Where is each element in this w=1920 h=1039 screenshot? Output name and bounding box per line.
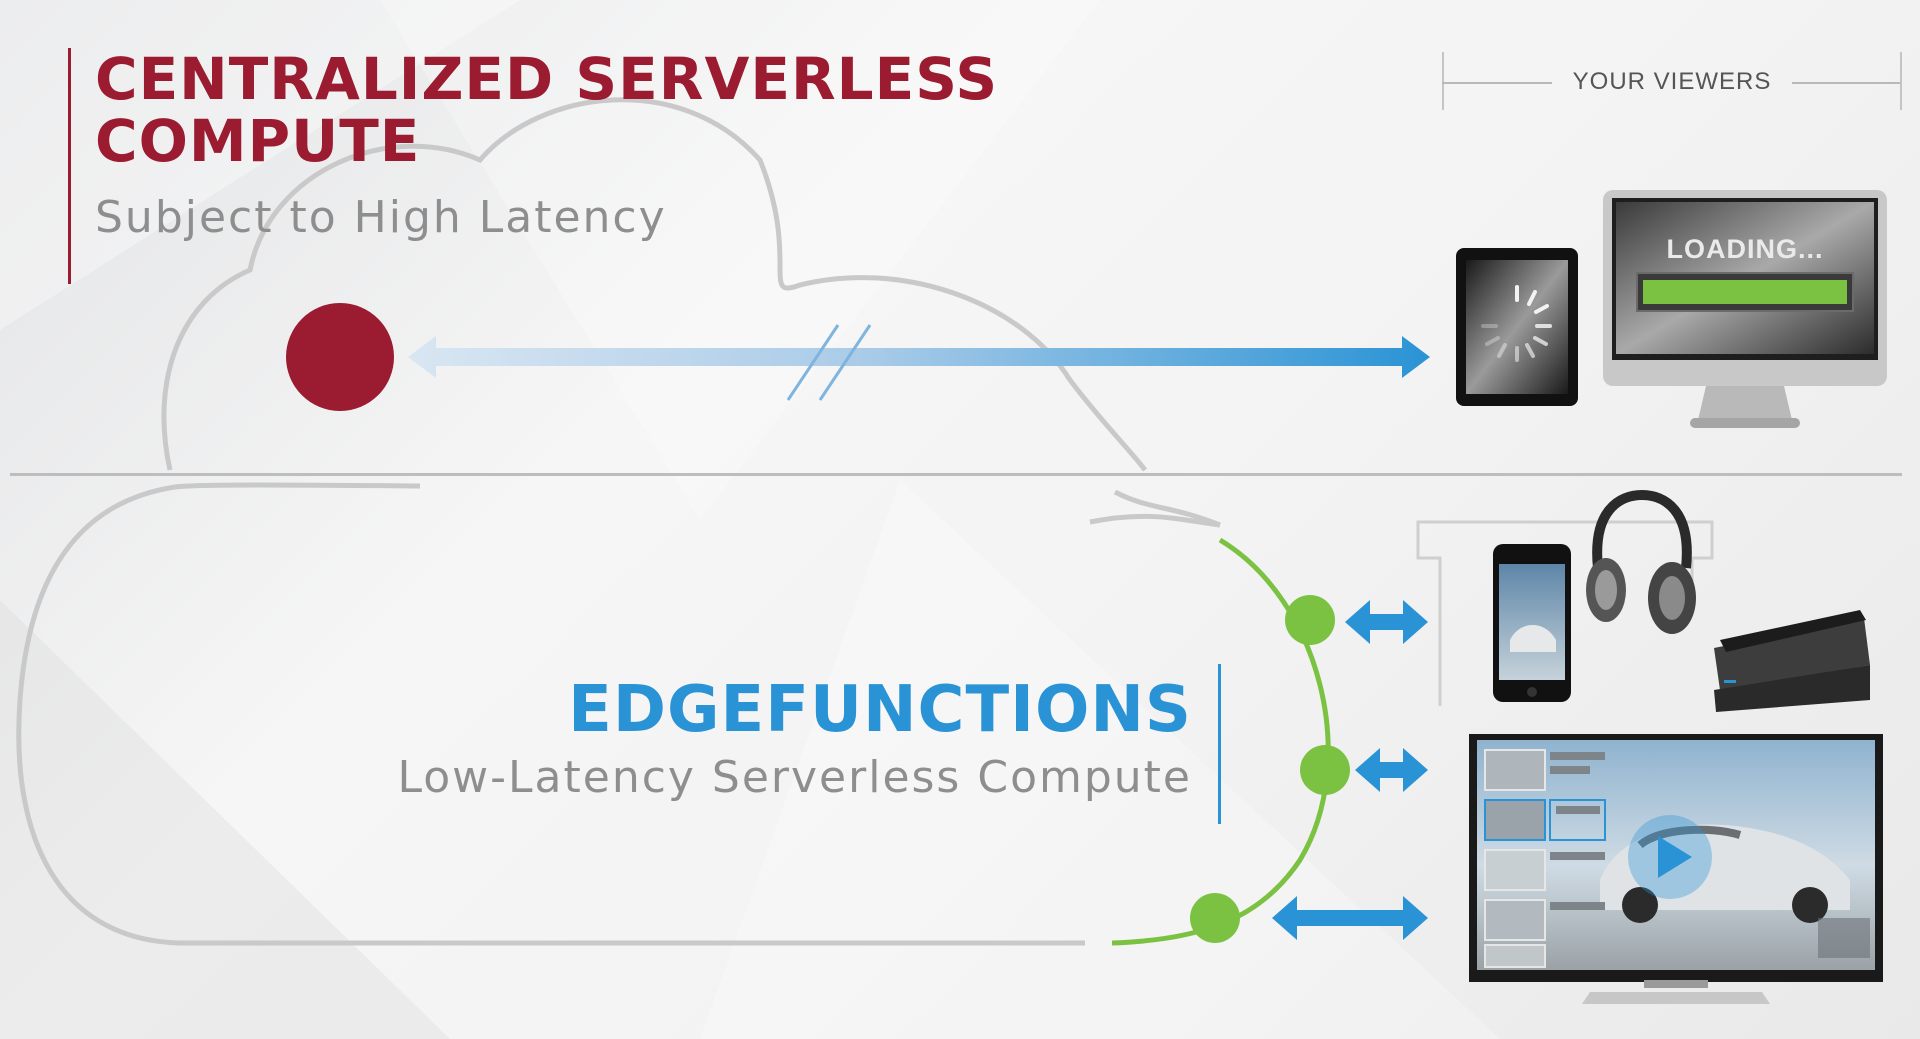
spinner-icon <box>1481 285 1552 362</box>
your-viewers-label: YOUR VIEWERS <box>1572 68 1772 95</box>
centralized-subtitle: Subject to High Latency <box>95 192 667 243</box>
edgefunctions-subtitle: Low-Latency Serverless Compute <box>397 752 1192 803</box>
thumbnail-list <box>1484 749 1606 968</box>
edge-node-1 <box>1285 595 1335 645</box>
short-arrow-3 <box>1272 896 1428 940</box>
tv-device <box>1469 734 1883 1004</box>
monitor-loading-text: LOADING... <box>1666 234 1824 264</box>
centralized-title: CENTRALIZED SERVERLESS COMPUTE <box>95 45 999 175</box>
break-mark-2 <box>818 324 872 401</box>
short-arrow-2 <box>1355 748 1428 792</box>
bottom-cloud-outline <box>16 484 1221 946</box>
section-divider <box>10 473 1902 476</box>
top-cloud-outline <box>161 97 1147 472</box>
phone-device <box>1493 544 1571 702</box>
edgefunctions-title-block: EDGEFUNCTIONS Low-Latency Serverless Com… <box>397 664 1221 824</box>
centralized-title-block: CENTRALIZED SERVERLESS COMPUTE Subject t… <box>68 48 1015 284</box>
origin-node <box>286 303 394 411</box>
settop-box-device <box>1714 610 1870 712</box>
your-viewers-header: YOUR VIEWERS <box>1442 52 1902 112</box>
device-bracket <box>1416 520 1714 706</box>
break-mark-1 <box>786 324 840 401</box>
short-arrow-1 <box>1345 600 1428 644</box>
loading-bar <box>1643 280 1847 304</box>
edgefunctions-title: EDGEFUNCTIONS <box>568 673 1192 747</box>
long-arrow <box>408 336 1430 378</box>
edge-node-2 <box>1300 745 1350 795</box>
tablet-device <box>1456 248 1578 406</box>
edge-node-3 <box>1190 893 1240 943</box>
headphones-device <box>1586 489 1696 634</box>
desktop-monitor <box>1603 190 1887 428</box>
